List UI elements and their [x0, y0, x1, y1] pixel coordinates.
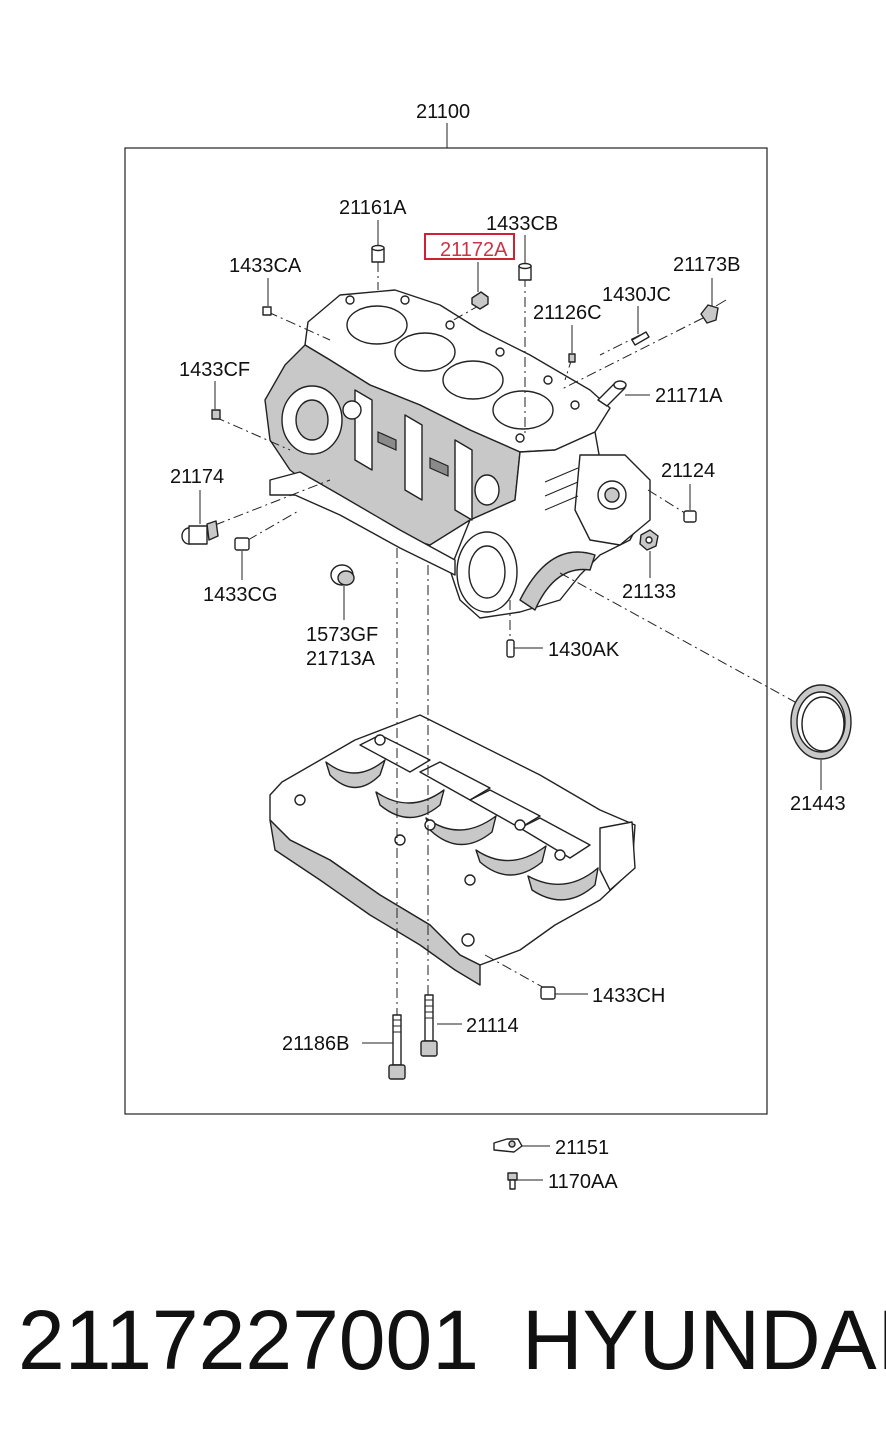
label-1433CA[interactable]: 1433CA: [229, 255, 302, 277]
part-21171A-tube: [597, 380, 627, 407]
label-1430AK[interactable]: 1430AK: [548, 639, 620, 661]
label-1433CB[interactable]: 1433CB: [486, 213, 558, 235]
label-21126C[interactable]: 21126C: [533, 302, 602, 324]
engine-block-exploded-diagram: 21100: [124, 101, 852, 1193]
part-21126C-pin: [568, 353, 576, 363]
part-21161A-dowel: [371, 244, 385, 263]
label-assembly[interactable]: 21100: [416, 101, 470, 123]
part-1430AK-pin: [506, 639, 515, 658]
label-21172A-highlighted[interactable]: 21172A: [440, 239, 508, 261]
part-1433CH-dowel: [540, 986, 556, 1000]
label-21151[interactable]: 21151: [555, 1137, 609, 1159]
label-1433CH[interactable]: 1433CH: [592, 985, 665, 1007]
label-21133[interactable]: 21133: [622, 581, 676, 603]
part-1430JC-pin: [631, 331, 650, 346]
part-21172A-plug: [471, 291, 489, 310]
label-21713A[interactable]: 21713A: [306, 648, 376, 670]
part-1433CF-pin: [211, 409, 221, 420]
label-1573GF[interactable]: 1573GF: [306, 624, 378, 646]
part-21173B-plug: [700, 299, 727, 324]
label-21173B[interactable]: 21173B: [673, 254, 740, 276]
part-21124-dowel: [683, 510, 697, 523]
label-21114[interactable]: 21114: [466, 1015, 519, 1037]
label-21124[interactable]: 21124: [661, 460, 715, 482]
label-21174[interactable]: 21174: [170, 466, 224, 488]
part-21186B-bolt: [388, 1014, 406, 1080]
part-21151-bracket: [493, 1138, 523, 1153]
part-1433CB-dowel: [518, 262, 532, 281]
assembly-frame: [124, 147, 768, 1115]
label-1430JC[interactable]: 1430JC: [602, 284, 671, 306]
label-21186B[interactable]: 21186B: [282, 1033, 349, 1055]
crankcase-lower: [269, 714, 636, 986]
part-1573GF-sleeve: [330, 564, 355, 586]
label-1433CF[interactable]: 1433CF: [179, 359, 250, 381]
part-21133-nut: [639, 529, 659, 551]
part-21174-sensor: [181, 520, 219, 545]
label-1170AA[interactable]: 1170AA: [548, 1171, 618, 1193]
part-1433CA-pin: [262, 306, 272, 316]
brand-name: HYUNDAI: [522, 1293, 886, 1387]
part-1433CG-dowel: [234, 537, 250, 551]
cylinder-block-upper: [264, 289, 651, 619]
part-21114-bolt: [420, 994, 438, 1057]
label-1433CG[interactable]: 1433CG: [203, 584, 278, 606]
part-number: 2117227001: [18, 1293, 479, 1387]
label-21171A[interactable]: 21171A: [655, 385, 723, 407]
part-1170AA-bolt: [507, 1172, 518, 1190]
label-21161A[interactable]: 21161A: [339, 197, 407, 219]
label-21443[interactable]: 21443: [790, 793, 846, 815]
highlight-box: [424, 233, 515, 260]
part-21443-oil-seal: [790, 684, 852, 760]
